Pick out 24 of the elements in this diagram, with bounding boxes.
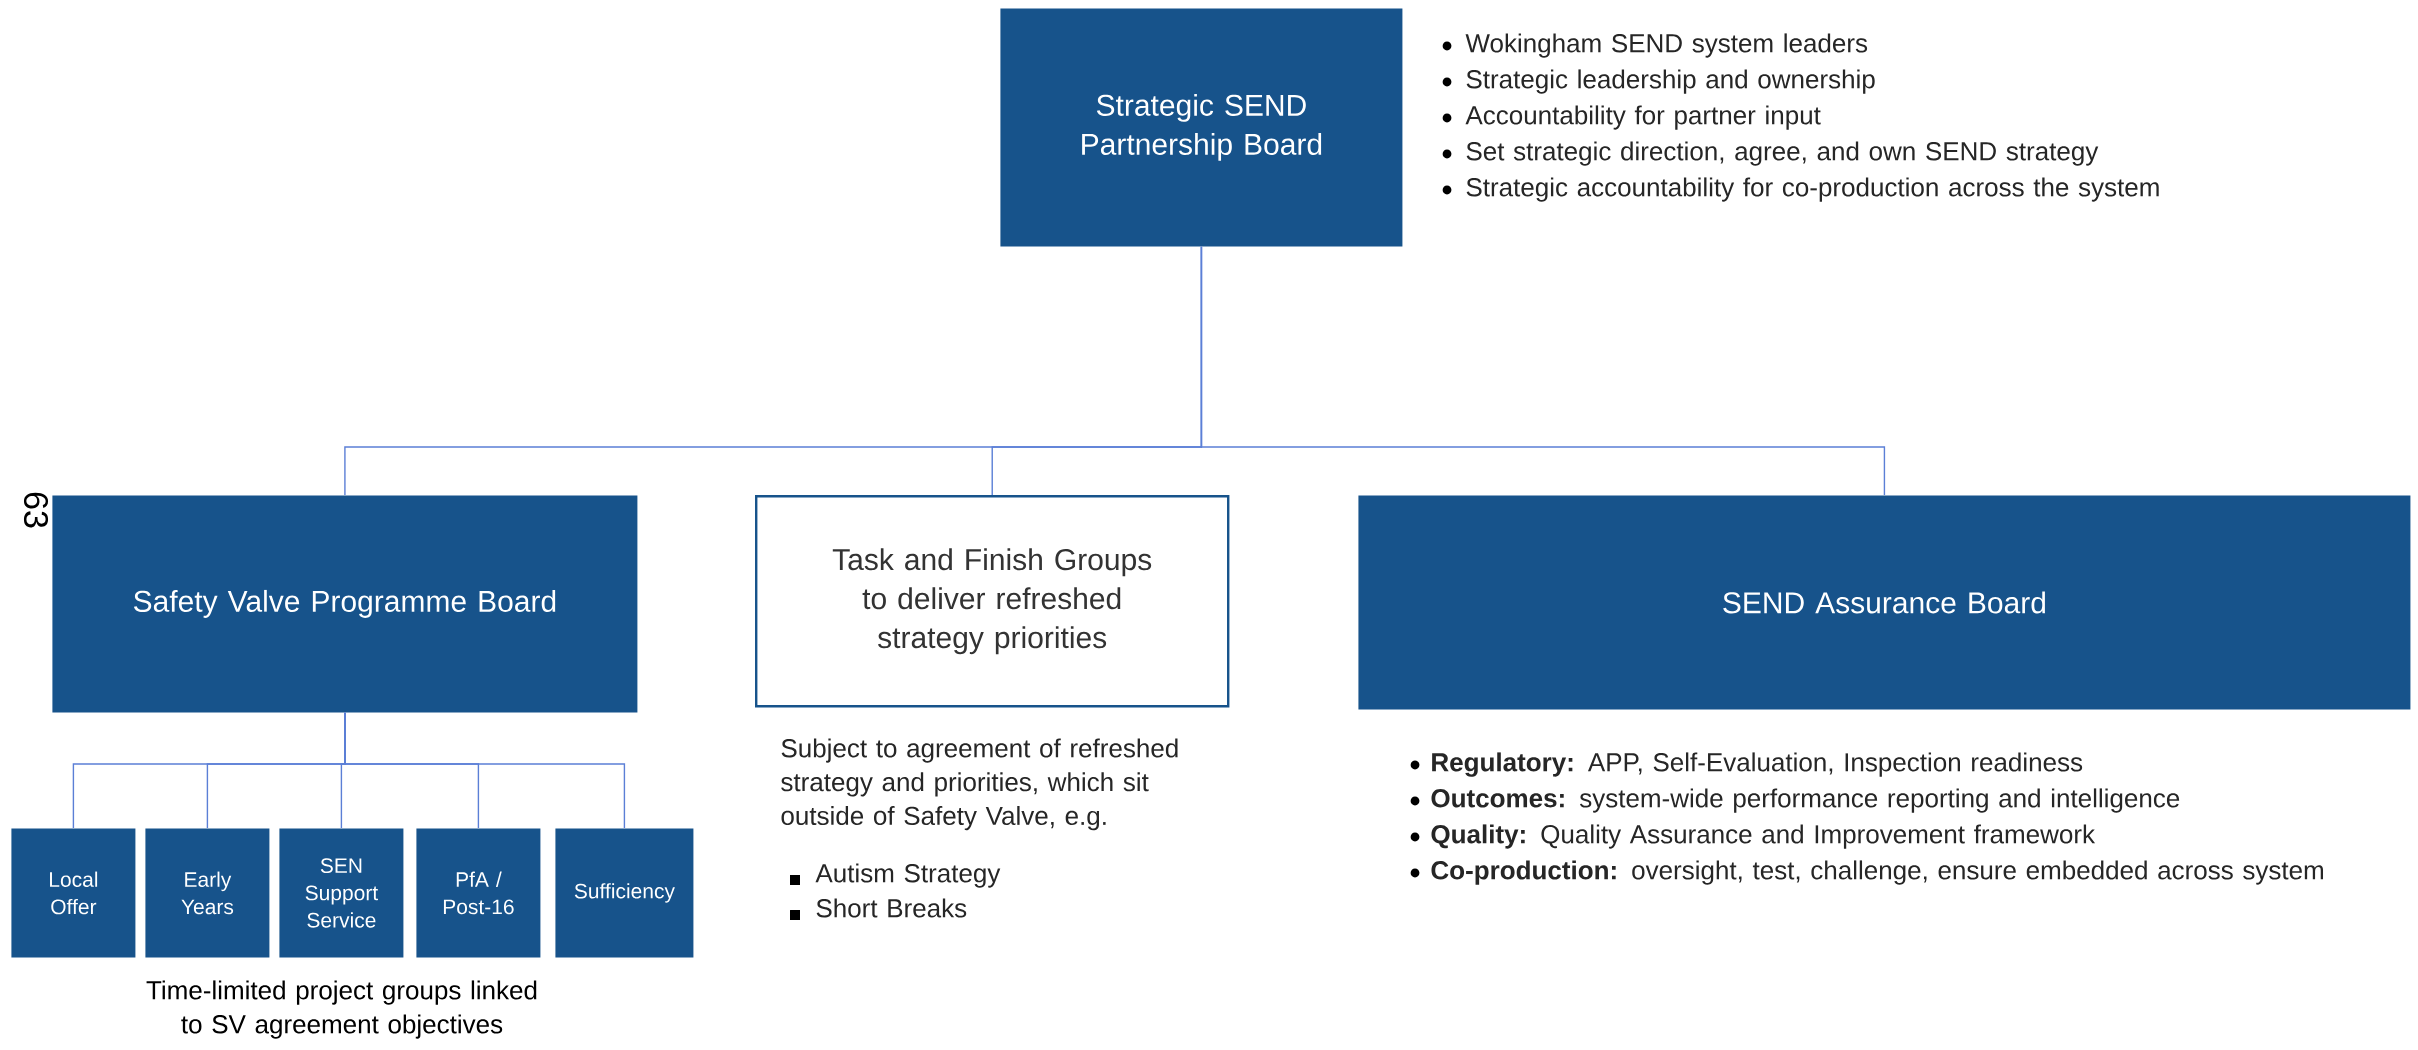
caption-text: Time-limited project groups linked to SV agreement objectives xyxy=(146,980,537,1039)
note-text: Subject to agreement of refreshed strategy and priorities, which sit outside of Safety Valve, e.g. xyxy=(781,738,1178,831)
bullet-item: Regulatory: APP, Self-Evaluation, Inspection readiness xyxy=(1410,752,2083,777)
bullet-item: Autism Strategy xyxy=(790,863,1001,888)
connector-line xyxy=(344,712,626,829)
bullet-item: Co-production: oversight, test, challenge, ensure embedded across system xyxy=(1410,860,2323,885)
board-box: SEND Assurance Board xyxy=(1358,495,2411,710)
project-box: Sufficiency xyxy=(555,828,694,958)
project-box: Early Years xyxy=(145,828,270,958)
bullet-item: Wokingham SEND system leaders xyxy=(1442,33,1868,58)
project-box: SEN Support Service xyxy=(279,828,404,958)
bullet-item: Accountability for partner input xyxy=(1442,105,1821,130)
board-box: Strategic SEND Partnership Board xyxy=(1000,8,1403,247)
bullet-item: Strategic leadership and ownership xyxy=(1442,69,1875,94)
board-box: Safety Valve Programme Board xyxy=(52,495,638,713)
project-box: PfA / Post-16 xyxy=(416,828,541,958)
bullet-item: Outcomes: system-wide performance reporting and intelligence xyxy=(1410,788,2180,813)
bullet-item: Short Breaks xyxy=(790,898,967,920)
project-box: Local Offer xyxy=(11,828,136,958)
bullet-item: Strategic accountability for co-production across the system xyxy=(1442,177,2159,202)
bullet-item: Quality: Quality Assurance and Improvement framework xyxy=(1410,824,2096,849)
group-box: Task and Finish Groups to deliver refreshed strategy priorities xyxy=(755,495,1230,708)
bullet-item: Set strategic direction, agree, and own SEND strategy xyxy=(1442,141,2099,166)
connector-line xyxy=(1200,246,1886,496)
